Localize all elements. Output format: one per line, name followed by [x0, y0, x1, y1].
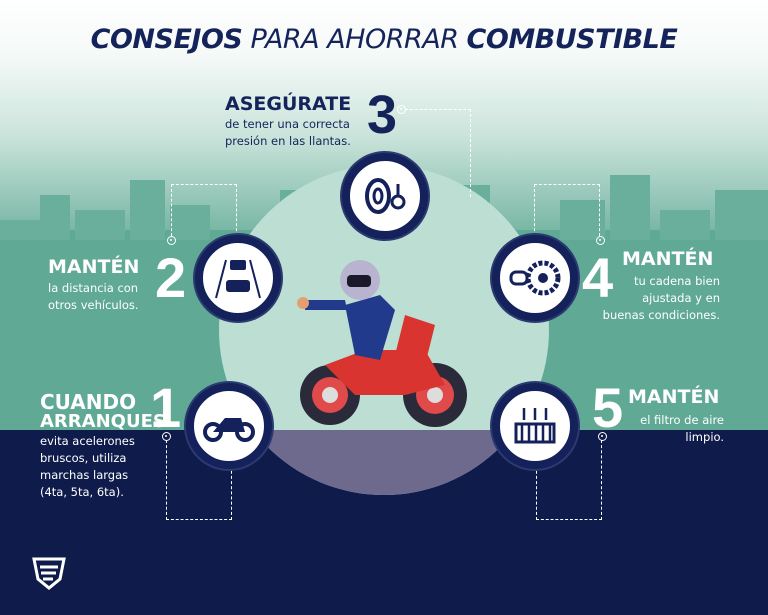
tip-2-number: 2	[155, 246, 187, 309]
air-filter-icon	[492, 383, 578, 469]
page-title: CONSEJOS PARA AHORRAR COMBUSTIBLE	[90, 24, 678, 55]
car-distance-icon	[195, 235, 281, 321]
motorcycle-icon	[186, 383, 272, 469]
marker-dot	[596, 236, 605, 245]
connector-4	[534, 184, 600, 236]
connector-1	[166, 440, 232, 520]
motorcycle-rider-illustration	[297, 260, 467, 427]
tip-3-heading: ASEGÚRATE	[225, 93, 352, 115]
tip-5-heading: MANTÉN	[628, 386, 720, 408]
brand-logo	[32, 557, 66, 590]
marker-dot	[397, 105, 406, 114]
tip-3-number: 3	[367, 85, 398, 145]
tip-4-heading: MANTÉN	[622, 248, 714, 270]
connector-3	[405, 109, 471, 197]
tip-2-heading: MANTÉN	[48, 256, 140, 278]
marker-dot	[598, 432, 607, 441]
tire-pressure-icon	[342, 153, 428, 239]
chain-sprocket-icon	[492, 235, 578, 321]
tip-1-number: 1	[150, 376, 182, 439]
marker-dot	[162, 432, 171, 441]
connector-5	[536, 440, 602, 520]
marker-dot	[167, 236, 176, 245]
tip-4-number: 4	[582, 246, 614, 309]
tip-5-number: 5	[592, 376, 624, 439]
connector-2	[171, 184, 237, 236]
